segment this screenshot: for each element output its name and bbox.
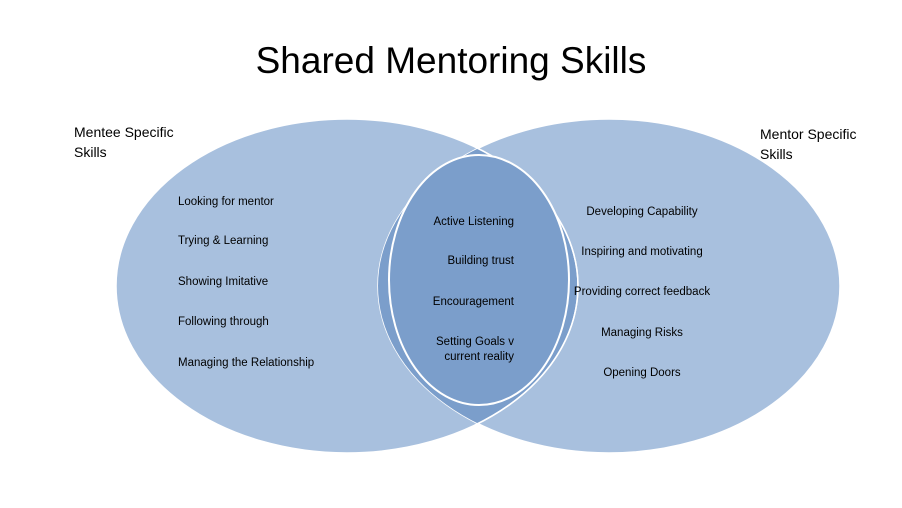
shared-skill: Active Listening	[433, 216, 514, 228]
page-title: Shared Mentoring Skills	[255, 40, 647, 81]
mentor-heading-line2: Skills	[760, 146, 793, 162]
mentee-heading: Mentee Specific Skills	[74, 122, 174, 162]
mentor-skill: Developing Capability	[586, 206, 698, 218]
mentor-heading: Mentor Specific Skills	[760, 124, 856, 164]
mentor-skill: Providing correct feedback	[573, 286, 711, 298]
mentor-skill: Managing Risks	[601, 327, 683, 339]
shared-skill: current reality	[444, 351, 514, 363]
mentee-skill: Trying & Learning	[178, 235, 269, 247]
mentor-skill: Opening Doors	[603, 367, 681, 379]
shared-skill: Setting Goals v	[436, 336, 514, 348]
shared-circle	[388, 154, 570, 406]
mentee-skill: Following through	[178, 316, 269, 328]
mentor-heading-line1: Mentor Specific	[760, 126, 857, 142]
shared-skill: Building trust	[447, 255, 514, 267]
mentee-skill: Looking for mentor	[178, 196, 274, 208]
mentee-skill: Showing Imitative	[178, 276, 269, 288]
mentee-heading-line2: Skills	[74, 144, 107, 160]
shared-skill: Encouragement	[432, 296, 514, 308]
mentee-skill: Managing the Relationship	[178, 357, 315, 369]
mentor-skill: Inspiring and motivating	[581, 246, 703, 258]
mentee-heading-line1: Mentee Specific	[74, 124, 174, 140]
